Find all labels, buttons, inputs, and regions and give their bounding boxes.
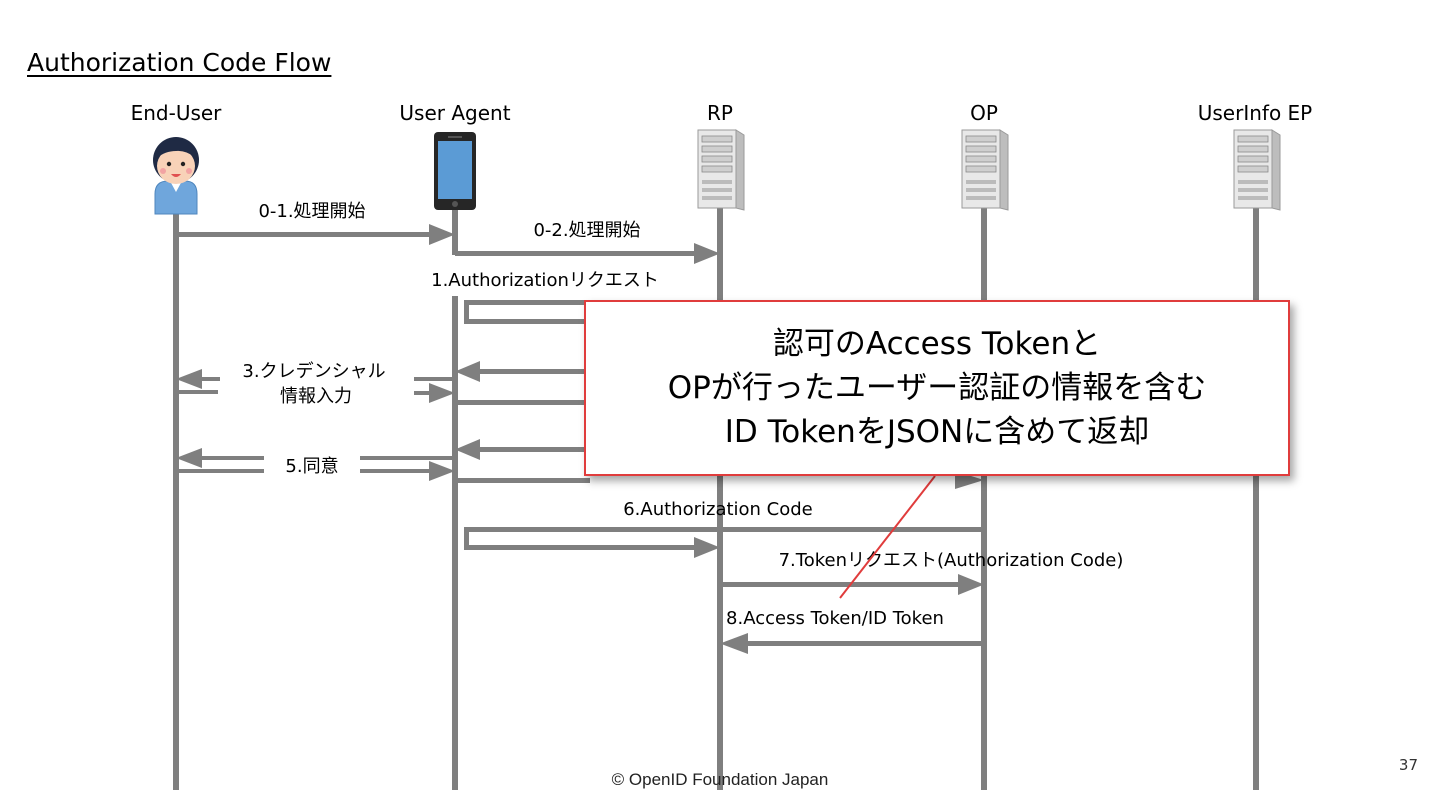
arrow-0-1-head (429, 224, 455, 245)
callout-line-1: 認可のAccess Tokenと (772, 326, 1102, 362)
message-label-3-line1: 3.クレデンシャル (242, 361, 385, 382)
arrow-0-1 (176, 232, 431, 237)
arrow-6 (464, 527, 984, 532)
message-label-8: 8.Access Token/ID Token (726, 608, 944, 629)
callout-pointer (839, 475, 936, 599)
message-arrows (176, 224, 984, 654)
server-icon-userinfo-ep (1233, 129, 1281, 211)
participant-label-rp: RP (707, 101, 733, 125)
participant-label-userinfo-ep: UserInfo EP (1198, 101, 1313, 125)
participant-label-user-agent: User Agent (399, 101, 510, 125)
arrow-0-2 (455, 251, 696, 256)
person-icon (153, 137, 199, 215)
message-label-6: 6.Authorization Code (623, 499, 813, 520)
participant-label-end-user: End-User (131, 101, 223, 125)
server-icon-rp (697, 129, 745, 211)
message-label-0-2: 0-2.処理開始 (533, 220, 640, 241)
message-label-7: 7.Tokenリクエスト(Authorization Code) (779, 550, 1124, 571)
message-label-1: 1.Authorizationリクエスト (431, 270, 659, 291)
message-label-3-line2: 情報入力 (280, 386, 352, 407)
callout-box: 認可のAccess Tokenと OPが行ったユーザー認証の情報を含む ID T… (584, 300, 1290, 476)
arrow-8-head (720, 633, 748, 654)
arrow-6-head (694, 537, 720, 558)
callout-line-2: OPが行ったユーザー認証の情報を含む (667, 370, 1207, 406)
slide-title: Authorization Code Flow (27, 48, 332, 77)
arrow-7 (720, 582, 960, 587)
callout-line-3: ID TokenをJSONに含めて返却 (724, 414, 1150, 450)
arrow-7-head (958, 574, 984, 595)
message-label-5: 5.同意 (285, 456, 338, 477)
participant-label-op: OP (970, 101, 998, 125)
server-icon-op (961, 129, 1009, 211)
message-label-0-1: 0-1.処理開始 (258, 201, 365, 222)
copyright-footer: © OpenID Foundation Japan (611, 770, 829, 789)
smartphone-icon (434, 132, 476, 210)
arrow-8 (746, 641, 984, 646)
page-number: 37 (1398, 756, 1418, 774)
arrow-0-2-head (694, 243, 720, 264)
